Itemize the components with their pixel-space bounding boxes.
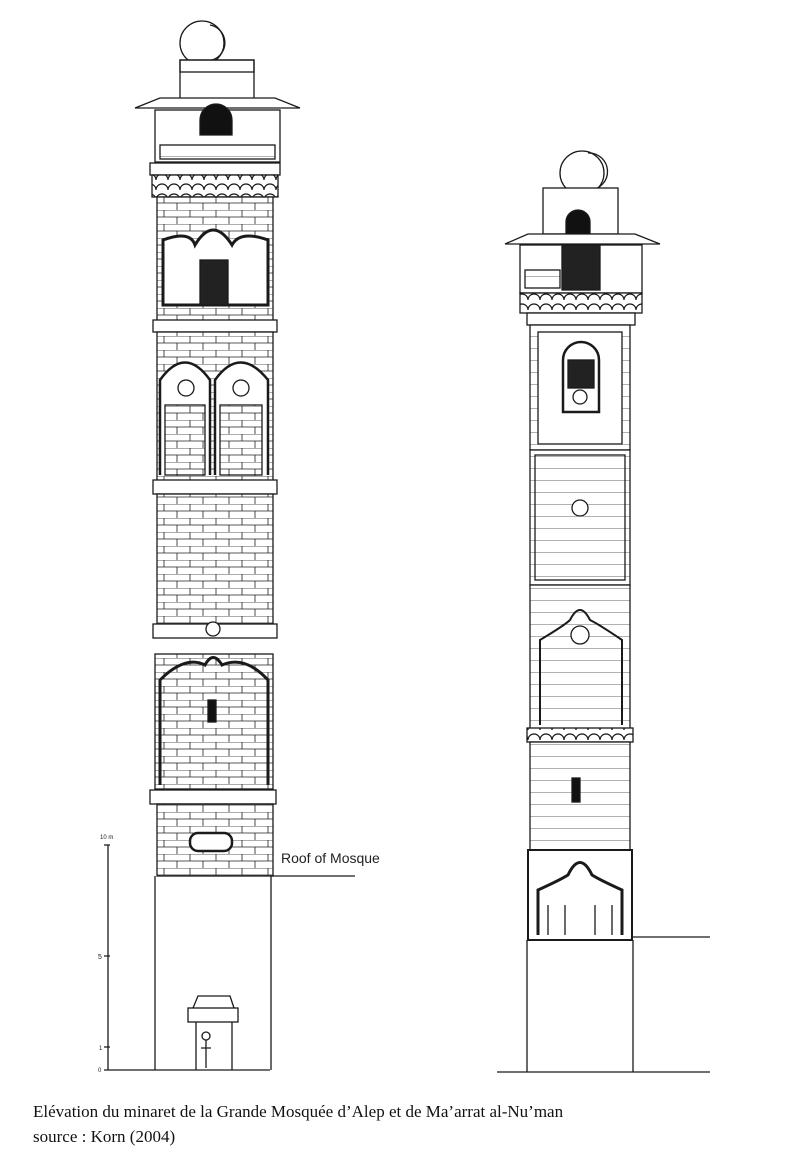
caption-title: Elévation du minaret de la Grande Mosqué… (33, 1102, 564, 1121)
scale-label-5: 5 (98, 954, 102, 961)
maarrat-minaret (497, 150, 710, 1073)
caption-source: source : Korn (2004) (33, 1127, 176, 1146)
scale-label-1: 1 (99, 1046, 103, 1052)
roof-of-mosque-label: Roof of Mosque (281, 850, 380, 866)
minaret-elevation-drawing: Roof of Mosque 10 m 5 1 0 (98, 20, 710, 1074)
aleppo-minaret (134, 20, 301, 1070)
scale-label-10m: 10 m (100, 835, 113, 841)
scale-bar (104, 844, 110, 1071)
scale-label-0: 0 (98, 1068, 102, 1074)
